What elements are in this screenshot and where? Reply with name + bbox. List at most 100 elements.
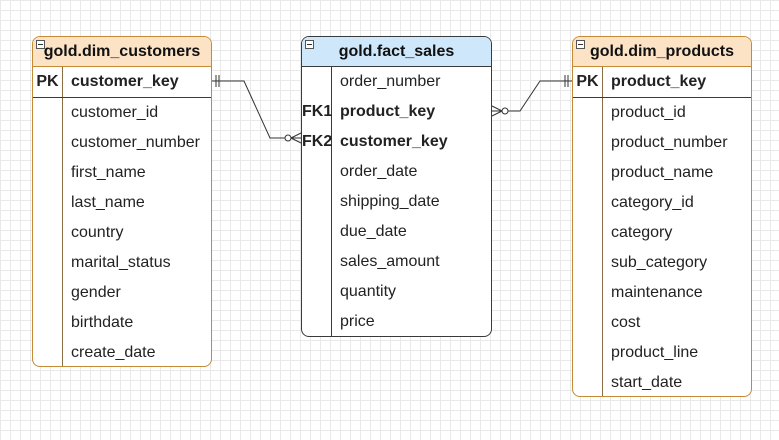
field-row[interactable]: category_id	[573, 188, 751, 218]
field-row[interactable]: maintenance	[573, 278, 751, 308]
field-row[interactable]: category	[573, 218, 751, 248]
pk-row[interactable]: PK product_key	[573, 67, 751, 98]
field-row[interactable]: due_date	[302, 217, 491, 247]
field-row[interactable]: marital_status	[33, 248, 211, 278]
field-row[interactable]: product_id	[573, 98, 751, 128]
entity-dim-customers[interactable]: gold.dim_customers PK customer_key custo…	[32, 36, 212, 367]
field-name: customer_id	[71, 104, 159, 121]
key-column-cell	[573, 128, 603, 158]
field-name: category_id	[611, 194, 694, 211]
pk-field: customer_key	[71, 73, 179, 90]
key-column-cell	[573, 188, 603, 218]
field-row[interactable]: create_date	[33, 338, 211, 366]
entity-header[interactable]: gold.dim_customers	[33, 37, 211, 67]
field-name: start_date	[611, 374, 683, 391]
field-name: due_date	[340, 223, 407, 240]
key-column-cell	[573, 338, 603, 368]
field-name: product_name	[611, 164, 714, 181]
field-name: maintenance	[611, 284, 703, 301]
key-column-cell	[302, 187, 332, 217]
pk-field: product_key	[611, 73, 707, 90]
field-row[interactable]: last_name	[33, 188, 211, 218]
field-name: order_date	[340, 163, 418, 180]
field-row[interactable]: order_number	[302, 67, 491, 97]
relationship-products-sales[interactable]	[491, 75, 572, 117]
field-row[interactable]: product_line	[573, 338, 751, 368]
field-name: country	[71, 224, 124, 241]
field-name: category	[611, 224, 673, 241]
field-row[interactable]: sales_amount	[302, 247, 491, 277]
key-column-cell	[33, 98, 63, 128]
field-name: product_number	[611, 134, 728, 151]
field-name: customer_key	[340, 133, 448, 150]
field-name: cost	[611, 314, 641, 331]
field-row[interactable]: quantity	[302, 277, 491, 307]
field-row[interactable]: start_date	[573, 368, 751, 396]
entity-header[interactable]: gold.dim_products	[573, 37, 751, 67]
pk-row[interactable]: PK customer_key	[33, 67, 211, 98]
key-column-cell	[33, 278, 63, 308]
field-name: create_date	[71, 344, 156, 361]
field-row[interactable]: FK2 customer_key	[302, 127, 491, 157]
field-name: product_key	[340, 103, 436, 120]
key-column-cell	[573, 158, 603, 188]
key-column-cell	[33, 158, 63, 188]
field-name: last_name	[71, 194, 145, 211]
field-row[interactable]: price	[302, 307, 491, 336]
field-row[interactable]: birthdate	[33, 308, 211, 338]
entity-title: gold.dim_customers	[43, 42, 201, 60]
field-name: sales_amount	[340, 253, 440, 270]
key-column-cell	[33, 248, 63, 278]
key-column-cell	[302, 217, 332, 247]
key-column-cell	[302, 67, 332, 97]
field-row[interactable]: sub_category	[573, 248, 751, 278]
key-column-cell: FK1	[302, 97, 332, 127]
field-row[interactable]: order_date	[302, 157, 491, 187]
field-row[interactable]: customer_id	[33, 98, 211, 128]
field-row[interactable]: gender	[33, 278, 211, 308]
pk-label: PK	[33, 67, 63, 97]
crows-foot	[290, 132, 302, 144]
field-row[interactable]: first_name	[33, 158, 211, 188]
zero-circle	[501, 107, 509, 115]
field-name: marital_status	[71, 254, 171, 271]
key-column-cell	[573, 308, 603, 338]
field-row[interactable]: product_name	[573, 158, 751, 188]
connector-line	[492, 80, 572, 112]
entity-dim-products[interactable]: gold.dim_products PK product_key product…	[572, 36, 752, 397]
field-name: sub_category	[611, 254, 708, 271]
field-row[interactable]: cost	[573, 308, 751, 338]
entity-header[interactable]: gold.fact_sales	[302, 37, 491, 67]
entity-title: gold.fact_sales	[338, 42, 455, 60]
field-row[interactable]: customer_number	[33, 128, 211, 158]
collapse-icon[interactable]	[576, 40, 585, 49]
key-column-cell	[573, 98, 603, 128]
field-name: shipping_date	[340, 193, 440, 210]
fk-label: FK1	[302, 103, 333, 120]
field-name: product_id	[611, 104, 686, 121]
field-row[interactable]: product_number	[573, 128, 751, 158]
key-column-cell	[573, 278, 603, 308]
key-column-cell: FK2	[302, 127, 332, 157]
key-column-cell	[573, 248, 603, 278]
key-column-cell	[302, 247, 332, 277]
collapse-icon[interactable]	[36, 40, 45, 49]
collapse-icon[interactable]	[305, 40, 314, 49]
field-row[interactable]: FK1 product_key	[302, 97, 491, 127]
relationship-customers-sales[interactable]	[212, 75, 302, 144]
field-row[interactable]: country	[33, 218, 211, 248]
key-column-cell	[33, 308, 63, 338]
field-name: product_line	[611, 344, 699, 361]
field-row[interactable]: shipping_date	[302, 187, 491, 217]
connector-line	[212, 80, 301, 139]
key-column-cell	[302, 277, 332, 307]
key-column-cell	[33, 188, 63, 218]
key-column-cell	[302, 157, 332, 187]
key-column-cell	[302, 307, 332, 336]
